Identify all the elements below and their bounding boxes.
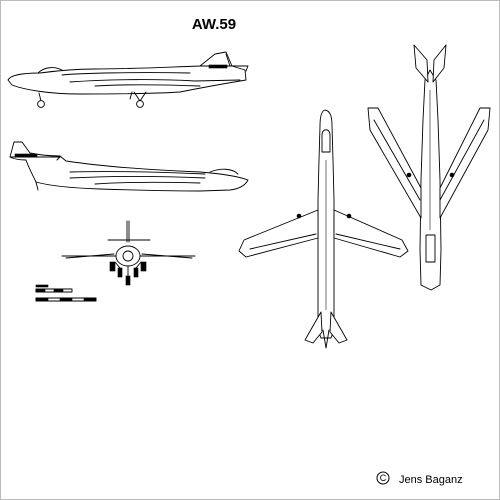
copyright-symbol [376, 471, 390, 485]
canopy [209, 168, 239, 175]
drawing-title: AW.59 [192, 16, 236, 33]
scale-segment [35, 288, 46, 293]
top-view [238, 109, 409, 349]
left-wing [238, 209, 319, 258]
wing-fairing [94, 84, 201, 87]
right-tailplane [329, 311, 348, 344]
right-wing-flap [439, 119, 485, 201]
main-gear-leg [133, 91, 147, 102]
scale-segment [35, 297, 49, 302]
nose-gear-wheel [37, 100, 45, 108]
left-wing-flap [373, 119, 421, 201]
wing-marking [296, 213, 302, 219]
wing-line [69, 176, 206, 179]
scale-segment [59, 297, 73, 302]
bottom-view [367, 44, 491, 291]
scale-segment [35, 284, 49, 288]
nose-cone [122, 250, 134, 262]
copyright-letter: C [380, 473, 387, 483]
intake-line [69, 171, 206, 175]
fuselage-outline [419, 69, 442, 291]
wing-marking [346, 213, 352, 219]
author-credit: Jens Baganz [399, 474, 463, 486]
gear-bays [425, 234, 436, 263]
scale-segment [83, 297, 97, 302]
front-view [61, 220, 196, 286]
wing-lower-line [65, 253, 193, 259]
nose-wheel [125, 275, 131, 286]
canopy-top [321, 129, 331, 153]
wing-marking [449, 172, 455, 178]
intake-line [61, 72, 191, 76]
side-view-gear-down [7, 51, 249, 108]
left-wing [367, 107, 422, 219]
fuselage-section [115, 245, 141, 267]
wing-marking [406, 172, 412, 178]
right-tailplane [432, 44, 447, 83]
scale-segment [53, 288, 64, 293]
left-gear-wheel [109, 261, 116, 272]
right-wing [333, 209, 409, 258]
right-wing-flap [335, 233, 401, 250]
left-tailplane [304, 311, 323, 344]
rudder-line [225, 53, 231, 67]
fuselage-outline [9, 141, 249, 192]
right-wing [439, 107, 491, 219]
main-gear-wheel [136, 100, 144, 108]
right-gear-wheel [140, 261, 147, 272]
tail-cone [35, 181, 39, 191]
tail-stripe [14, 153, 38, 158]
gear-door [129, 91, 133, 100]
gear-legs [114, 261, 142, 277]
nose-gear-leg [38, 92, 42, 102]
left-wing-flap [249, 233, 317, 250]
canopy [37, 67, 63, 74]
right-main-wheel [133, 267, 139, 278]
left-tailplane [413, 44, 429, 83]
side-view-clean [9, 141, 249, 192]
wing-fairing [94, 181, 201, 185]
wing-root [69, 79, 241, 83]
left-main-wheel [117, 267, 123, 278]
scale-bar [35, 284, 97, 302]
tail-stripe [208, 64, 228, 69]
tail-fairing [322, 329, 330, 349]
